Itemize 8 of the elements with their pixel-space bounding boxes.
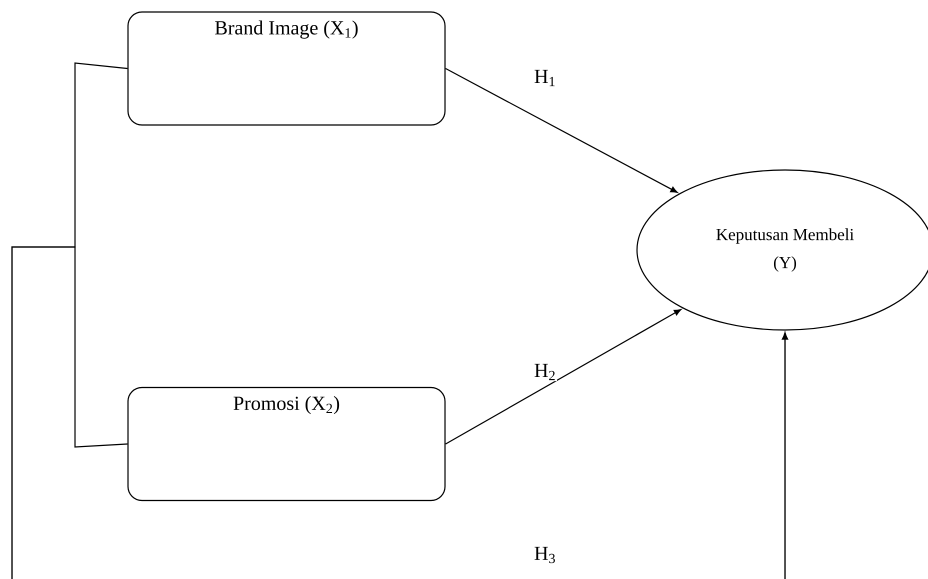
variable-box: Promosi (X$_{2}$): [127, 386, 446, 502]
connector-line: [11, 246, 788, 579]
edge-label: H$_{3}$: [533, 546, 557, 564]
variable-box: Brand Image (X$_{1}$): [127, 11, 446, 126]
edge-label: H$_{2}$: [533, 362, 557, 382]
arrow: [445, 68, 678, 193]
edge-label: H$_{1}$: [533, 68, 557, 88]
arrow: [445, 309, 682, 445]
